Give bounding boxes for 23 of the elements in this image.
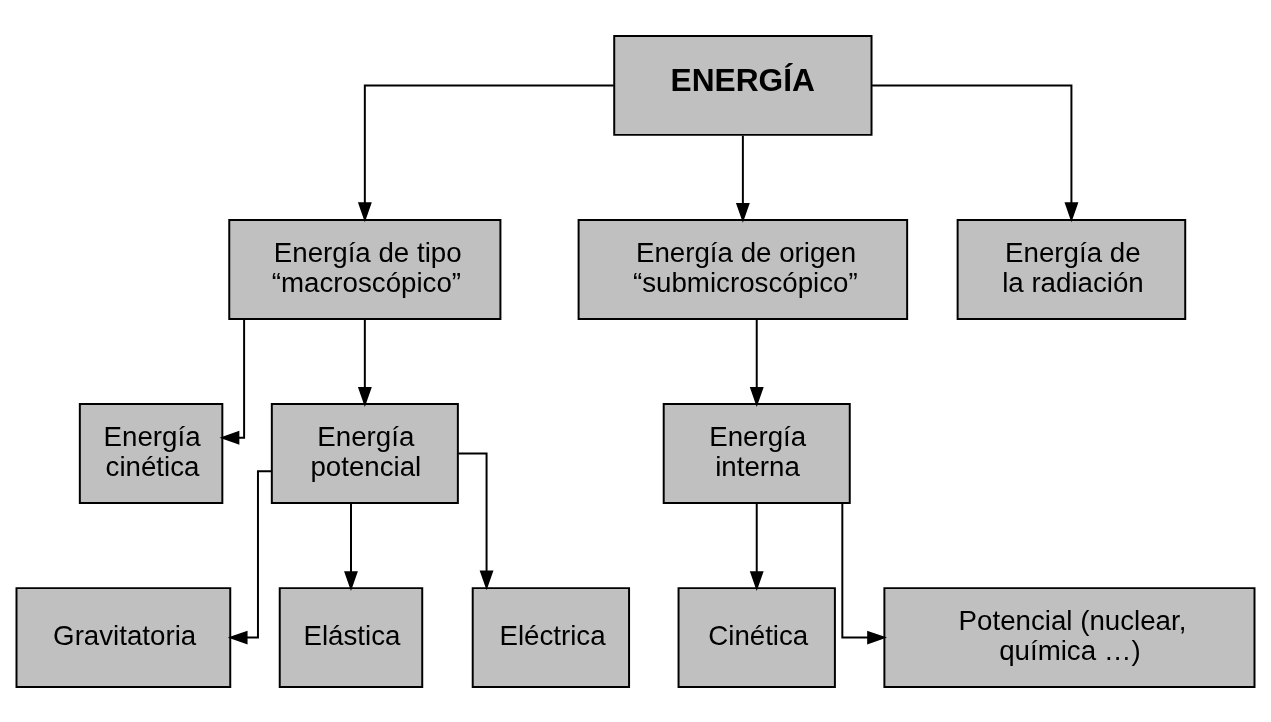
arrow bbox=[357, 318, 372, 407]
arrow bbox=[227, 469, 273, 645]
arrow bbox=[870, 83, 1079, 222]
node-box: ENERGÍA bbox=[613, 34, 873, 136]
node-box: Gravitatoria bbox=[15, 586, 232, 688]
node-box: Energía de tipo “macroscópico” bbox=[228, 218, 502, 320]
arrow bbox=[749, 318, 764, 407]
arrow bbox=[457, 452, 494, 590]
node-box: Elástica bbox=[278, 586, 424, 688]
arrow bbox=[357, 83, 615, 222]
node-box: Energía de origen “submicroscópico” bbox=[577, 218, 909, 320]
node-box: Energía potencial bbox=[270, 402, 459, 504]
node-box: Cinética bbox=[677, 586, 836, 688]
node-box: Eléctrica bbox=[471, 586, 631, 688]
node-box: Energía interna bbox=[662, 402, 851, 504]
arrow bbox=[749, 502, 764, 591]
node-box: Energía cinética bbox=[78, 402, 224, 504]
node-box: Energía de la radiación bbox=[956, 218, 1187, 320]
arrow bbox=[344, 502, 358, 591]
arrow bbox=[735, 134, 750, 223]
node-box: Potencial (nuclear, química …) bbox=[883, 586, 1256, 688]
arrow bbox=[841, 502, 887, 645]
arrow bbox=[219, 317, 246, 445]
